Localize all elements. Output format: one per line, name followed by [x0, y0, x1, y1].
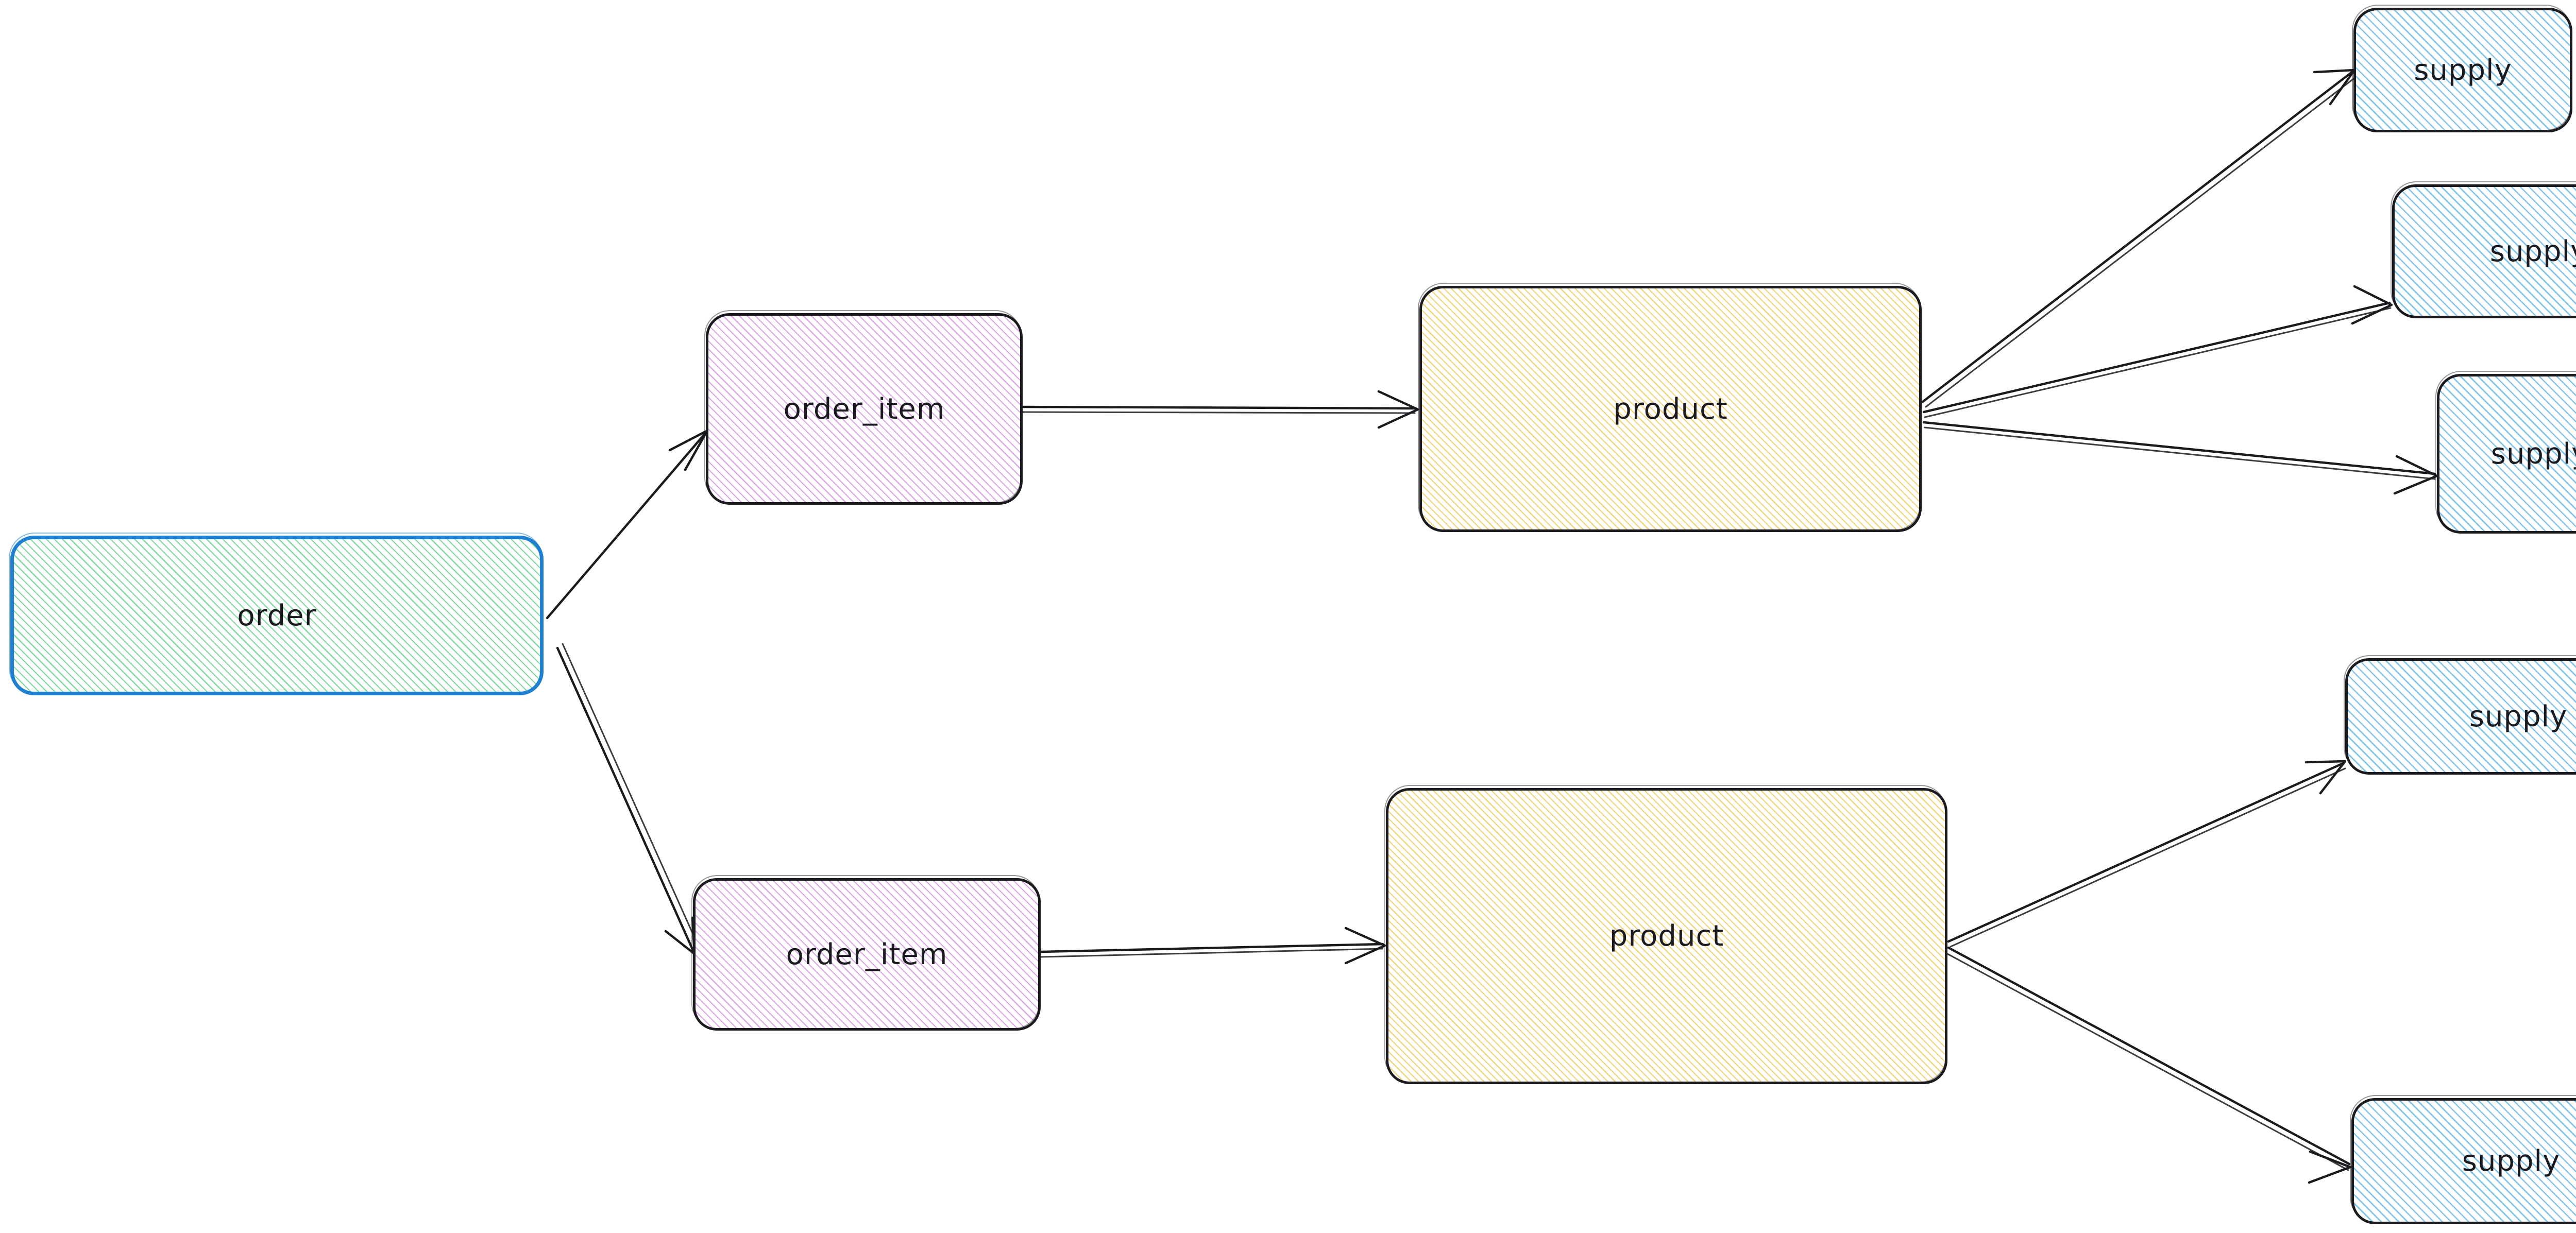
edge-product-2-to-supply-4 — [1947, 760, 2347, 948]
node-supply-2[interactable]: supply — [2391, 181, 2576, 318]
node-order-item-2-shape — [693, 878, 1041, 1031]
node-order[interactable]: order — [9, 533, 544, 695]
node-product-2[interactable]: product — [1384, 785, 1947, 1084]
node-order-label: order — [237, 598, 317, 632]
edge-order-item-2-to-product-2 — [1039, 927, 1386, 965]
edge-order-to-order-item-1 — [546, 429, 709, 620]
node-supply-2-shape — [2392, 184, 2576, 318]
node-product-1-label: product — [1613, 392, 1728, 426]
node-supply-3-shape — [2437, 374, 2576, 534]
node-supply-5-shape — [2351, 1098, 2576, 1224]
node-supply-3[interactable]: supply — [2435, 371, 2576, 534]
node-order-item-1-label: order_item — [783, 392, 945, 426]
node-order-shape — [10, 536, 544, 695]
edge-product-1-to-supply-1 — [1921, 68, 2357, 408]
node-supply-1-shape — [2353, 8, 2572, 132]
edge-product-1-to-supply-3 — [1922, 421, 2438, 495]
node-supply-2-label: supply — [2489, 234, 2576, 268]
node-supply-1-label: supply — [2414, 53, 2512, 87]
edge-product-1-to-supply-2 — [1922, 285, 2393, 418]
node-product-2-label: product — [1609, 919, 1724, 953]
node-supply-3-label: supply — [2490, 437, 2576, 471]
node-product-2-shape — [1386, 788, 1947, 1084]
node-product-1-shape — [1419, 286, 1922, 532]
node-supply-4-label: supply — [2469, 699, 2568, 733]
node-supply-1[interactable]: supply — [2352, 5, 2572, 132]
edge-order-item-1-to-product-1 — [1021, 390, 1419, 429]
edge-product-2-to-supply-5 — [1946, 946, 2352, 1184]
node-order-item-1[interactable]: order_item — [704, 310, 1023, 505]
node-order-item-2[interactable]: order_item — [691, 875, 1041, 1031]
node-supply-5[interactable]: supply — [2350, 1095, 2576, 1224]
node-order-item-1-shape — [706, 313, 1023, 505]
node-supply-4-shape — [2345, 658, 2576, 775]
node-supply-5-label: supply — [2462, 1144, 2561, 1178]
edge-order-to-order-item-2 — [556, 643, 700, 955]
node-order-item-2-label: order_item — [786, 937, 948, 971]
node-product-1[interactable]: product — [1418, 283, 1922, 532]
node-supply-4[interactable]: supply — [2344, 655, 2576, 775]
